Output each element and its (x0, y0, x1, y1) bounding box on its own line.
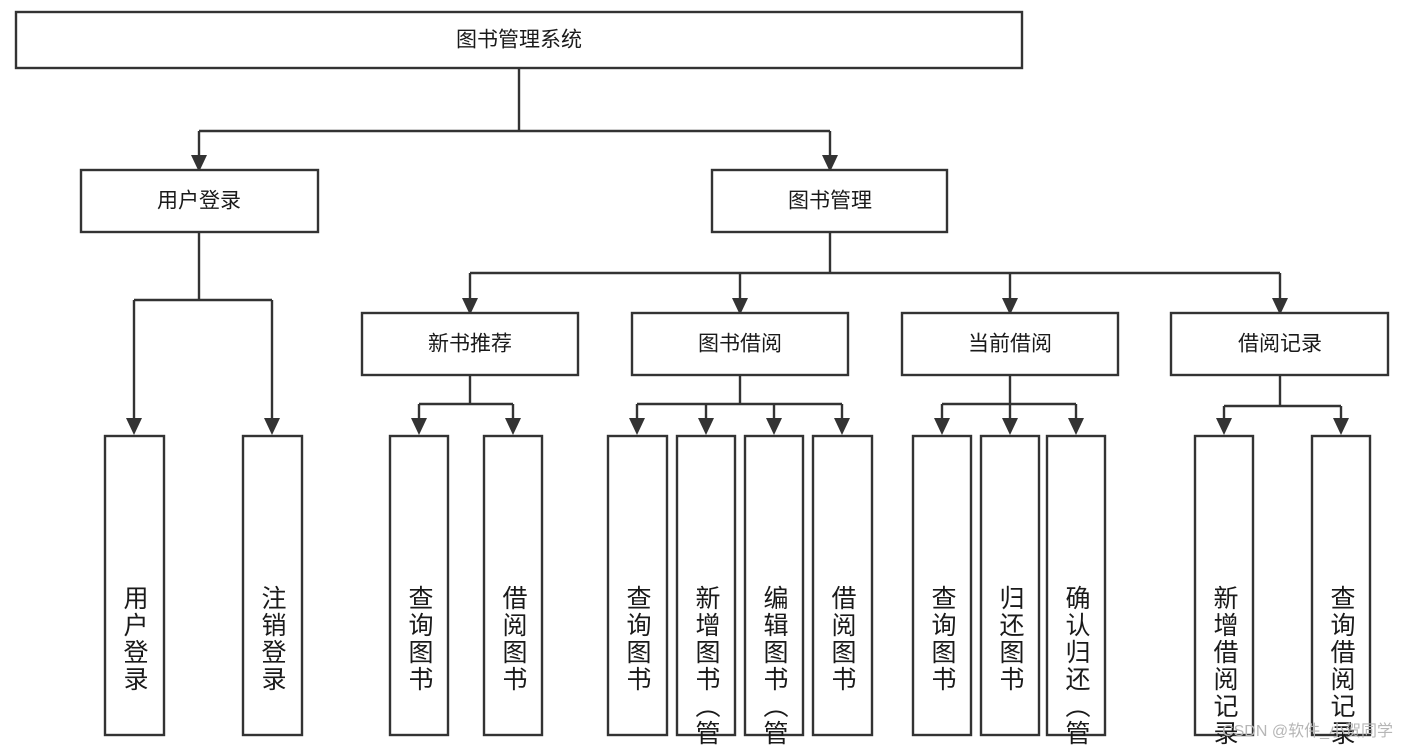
node-leaf-user-login-box[interactable] (103, 434, 166, 737)
node-bookmgmt[interactable]: 图书管理 (710, 168, 949, 234)
connector-group-root (197, 68, 832, 158)
node-leaf-user-logout-box[interactable] (241, 434, 304, 737)
node-leaf-return-book-label: 归还图书 (996, 585, 1025, 693)
node-root[interactable]: 图书管理系统 (14, 10, 1024, 70)
node-leaf-query-book-3-box[interactable] (911, 434, 973, 737)
connector-group-newbook (417, 375, 515, 418)
node-records-box[interactable] (1169, 311, 1390, 377)
node-leaf-edit-book-box[interactable] (743, 434, 805, 737)
node-login-label: 用户登录 (157, 190, 241, 213)
arrow-borrow-to-leaf3 (766, 418, 782, 435)
node-leaf-user-login[interactable]: 用户登录 (103, 434, 166, 737)
node-records-label: 借阅记录 (1238, 333, 1322, 356)
node-leaf-return-book[interactable]: 归还图书 (979, 434, 1041, 737)
node-leaf-user-logout[interactable]: 注销登录 (241, 434, 304, 737)
node-leaf-query-book-1-box[interactable] (388, 434, 450, 737)
node-leaf-add-book-label: 新增图书（管理员） (692, 585, 721, 747)
arrow-records-to-leaf2 (1333, 418, 1349, 435)
arrow-borrow-to-leaf2 (698, 418, 714, 435)
arrow-current-to-leaf2 (1002, 418, 1018, 435)
node-newbook-label: 新书推荐 (428, 333, 512, 356)
node-leaf-borrow-book-2-box[interactable] (811, 434, 874, 737)
node-root-label: 图书管理系统 (456, 29, 582, 52)
csdn-watermark: CSDN @软件_小贺同学 (1222, 723, 1393, 740)
node-bookmgmt-box[interactable] (710, 168, 949, 234)
connector-group-bookmgmt (468, 232, 1282, 300)
node-leaf-query-book-2-label: 查询图书 (623, 585, 652, 693)
node-newbook-box[interactable] (360, 311, 580, 377)
node-leaf-add-record-box[interactable] (1193, 434, 1255, 737)
node-leaf-confirm-return-box[interactable] (1045, 434, 1107, 737)
connector-group-login (132, 232, 274, 418)
node-bookmgmt-label: 图书管理 (788, 190, 872, 213)
arrow-borrow-to-leaf1 (629, 418, 645, 435)
connector-group-records (1222, 375, 1343, 418)
node-leaf-edit-book[interactable]: 编辑图书（管理员） (743, 434, 805, 747)
node-leaf-return-book-box[interactable] (979, 434, 1041, 737)
node-leaf-query-book-1[interactable]: 查询图书 (388, 434, 450, 737)
connector-group-borrow (635, 375, 844, 418)
node-newbook[interactable]: 新书推荐 (360, 311, 580, 377)
node-current-box[interactable] (900, 311, 1120, 377)
node-borrow[interactable]: 图书借阅 (630, 311, 850, 377)
node-leaf-query-record-box[interactable] (1310, 434, 1372, 737)
node-leaf-user-logout-label: 注销登录 (258, 585, 287, 693)
node-borrow-box[interactable] (630, 311, 850, 377)
node-leaf-add-book[interactable]: 新增图书（管理员） (675, 434, 737, 747)
arrow-borrow-to-leaf4 (834, 418, 850, 435)
node-leaf-query-record[interactable]: 查询借阅记录 (1310, 434, 1372, 747)
node-leaf-query-book-1-label: 查询图书 (405, 585, 434, 693)
arrow-login-to-leaf2 (264, 418, 280, 435)
arrow-records-to-leaf1 (1216, 418, 1232, 435)
arrow-newbook-to-leaf1 (411, 418, 427, 435)
node-borrow-label: 图书借阅 (698, 333, 782, 356)
node-leaf-confirm-return[interactable]: 确认归还（管理员） (1045, 434, 1107, 747)
connector-group-current (940, 375, 1078, 418)
node-login[interactable]: 用户登录 (79, 168, 320, 234)
arrow-newbook-to-leaf2 (505, 418, 521, 435)
node-leaf-query-book-3[interactable]: 查询图书 (911, 434, 973, 737)
node-leaf-query-book-2[interactable]: 查询图书 (606, 434, 669, 737)
node-leaf-borrow-book-1-label: 借阅图书 (499, 585, 528, 693)
node-current-label: 当前借阅 (968, 333, 1052, 356)
node-leaf-edit-book-label: 编辑图书（管理员） (760, 585, 789, 747)
node-records[interactable]: 借阅记录 (1169, 311, 1390, 377)
node-leaf-confirm-return-label: 确认归还（管理员） (1062, 585, 1091, 747)
node-leaf-query-book-3-label: 查询图书 (928, 585, 957, 693)
node-leaf-borrow-book-1-box[interactable] (482, 434, 544, 737)
node-current[interactable]: 当前借阅 (900, 311, 1120, 377)
arrow-current-to-leaf1 (934, 418, 950, 435)
node-leaf-borrow-book-2-label: 借阅图书 (828, 585, 857, 693)
node-leaf-query-book-2-box[interactable] (606, 434, 669, 737)
node-leaf-add-record-label: 新增借阅记录 (1210, 585, 1239, 747)
node-leaf-add-book-box[interactable] (675, 434, 737, 737)
node-leaf-user-login-label: 用户登录 (120, 585, 149, 693)
node-leaf-borrow-book-1[interactable]: 借阅图书 (482, 434, 544, 737)
node-leaf-query-record-label: 查询借阅记录 (1327, 585, 1356, 747)
arrow-login-to-leaf1 (126, 418, 142, 435)
node-root-box[interactable] (14, 10, 1024, 70)
node-leaf-add-record[interactable]: 新增借阅记录 (1193, 434, 1255, 747)
node-login-box[interactable] (79, 168, 320, 234)
arrow-current-to-leaf3 (1068, 418, 1084, 435)
node-leaf-borrow-book-2[interactable]: 借阅图书 (811, 434, 874, 737)
